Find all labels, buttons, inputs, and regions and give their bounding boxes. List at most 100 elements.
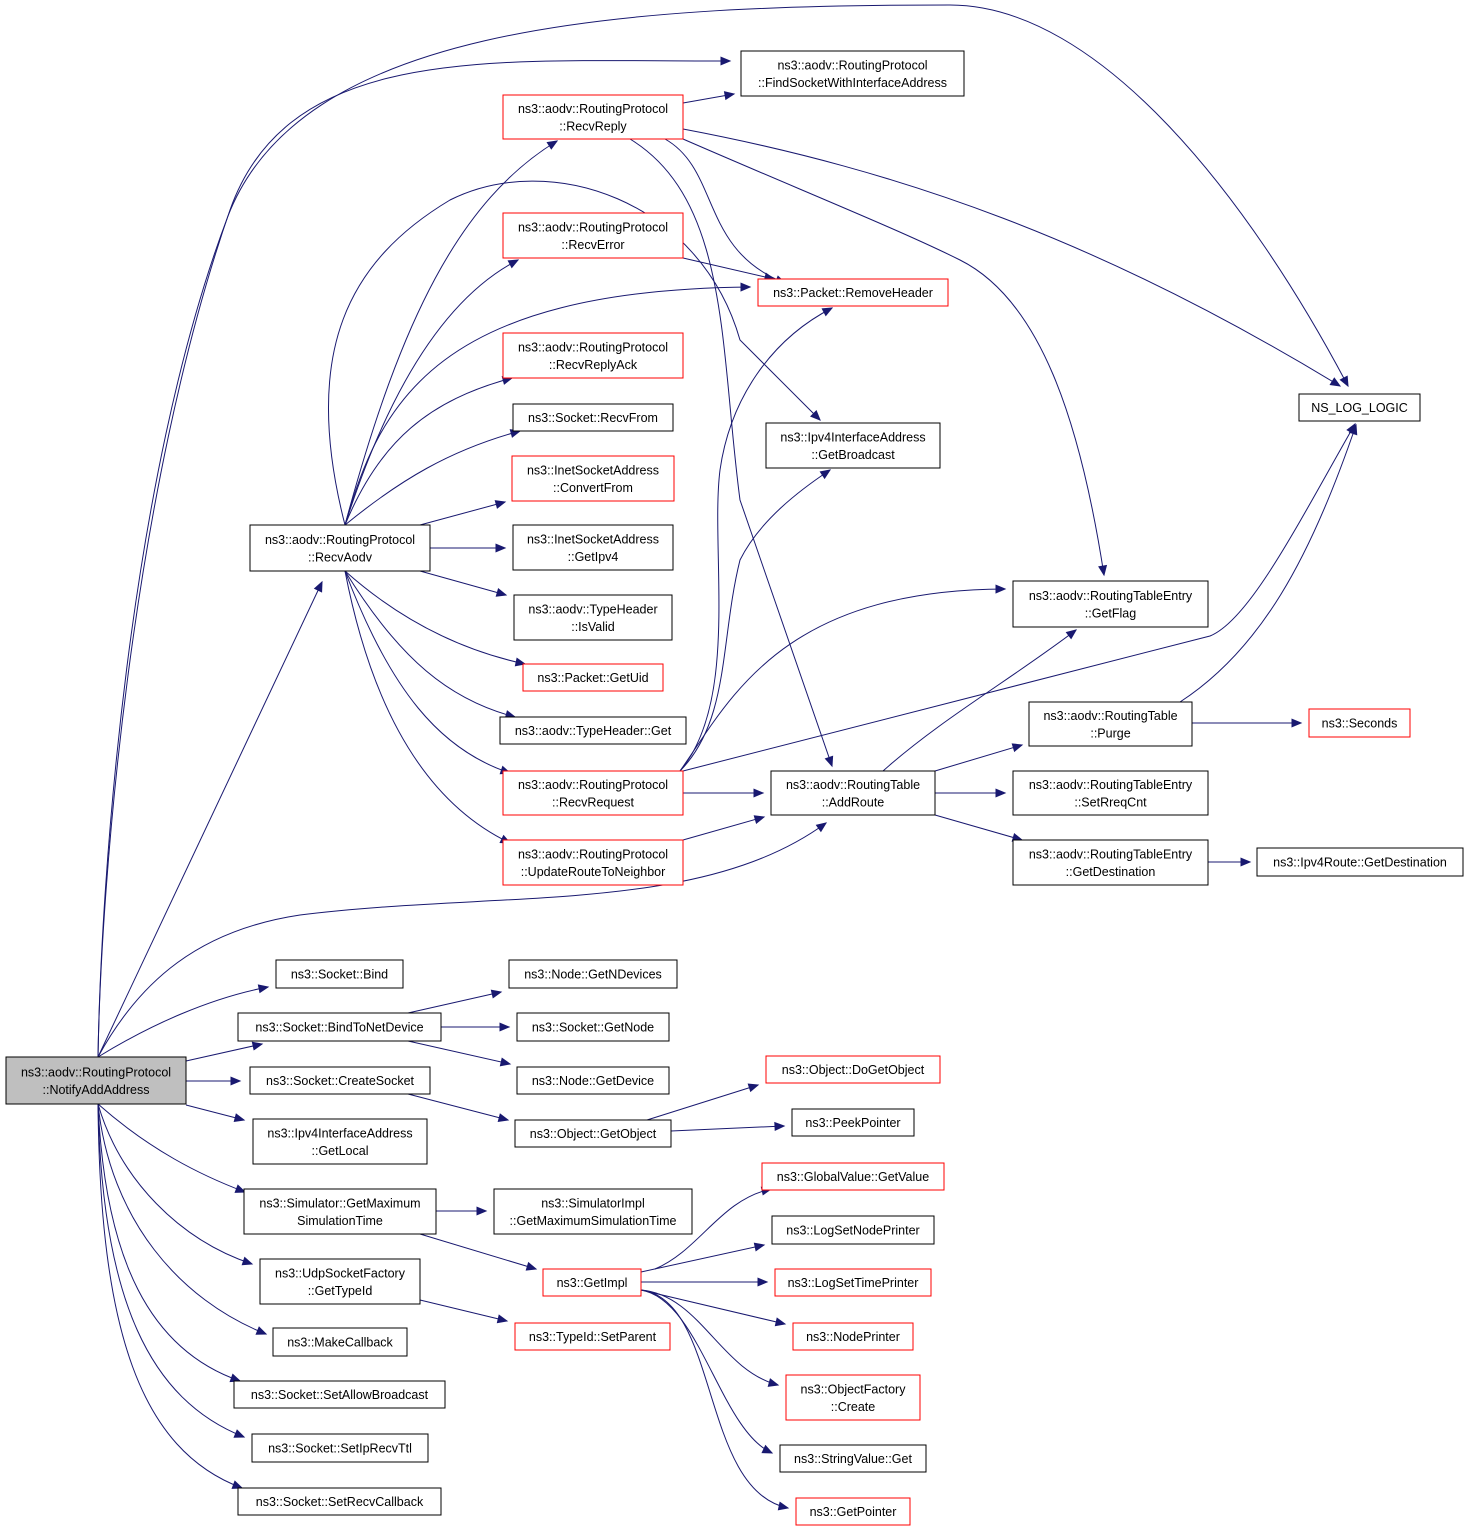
node-stringValueGet[interactable]: ns3::StringValue::Get <box>779 1444 927 1473</box>
node-box[interactable] <box>259 1258 421 1305</box>
node-getNode[interactable]: ns3::Socket::GetNode <box>516 1012 670 1042</box>
node-box[interactable] <box>1256 847 1464 877</box>
node-notify[interactable]: ns3::aodv::RoutingProtocol::NotifyAddAdd… <box>5 1056 187 1105</box>
node-box[interactable] <box>779 1444 927 1473</box>
node-ipv4RouteGetDest[interactable]: ns3::Ipv4Route::GetDestination <box>1256 847 1464 877</box>
node-removeHeader[interactable]: ns3::Packet::RemoveHeader <box>757 278 949 307</box>
node-getImpl[interactable]: ns3::GetImpl <box>542 1268 642 1297</box>
node-box[interactable] <box>237 1012 442 1042</box>
node-box[interactable] <box>1012 580 1209 628</box>
node-setRecvCallback[interactable]: ns3::Socket::SetRecvCallback <box>237 1487 442 1516</box>
node-box[interactable] <box>513 594 673 641</box>
node-objFactoryCreate[interactable]: ns3::ObjectFactory::Create <box>785 1374 921 1421</box>
node-getIpv4[interactable]: ns3::InetSocketAddress::GetIpv4 <box>512 524 674 571</box>
node-box[interactable] <box>499 716 687 745</box>
node-box[interactable] <box>514 1322 671 1351</box>
node-bind[interactable]: ns3::Socket::Bind <box>275 959 404 989</box>
node-simImplGetMax[interactable]: ns3::SimulatorImpl::GetMaximumSimulation… <box>493 1188 693 1235</box>
node-recvAodv[interactable]: ns3::aodv::RoutingProtocol::RecvAodv <box>249 524 431 572</box>
node-getDevice[interactable]: ns3::Node::GetDevice <box>516 1066 670 1095</box>
node-getLocal[interactable]: ns3::Ipv4InterfaceAddress::GetLocal <box>252 1118 428 1165</box>
node-peekPointer[interactable]: ns3::PeekPointer <box>791 1108 915 1137</box>
node-recvReply[interactable]: ns3::aodv::RoutingProtocol::RecvReply <box>502 94 684 140</box>
node-getPointer[interactable]: ns3::GetPointer <box>795 1497 911 1526</box>
node-box[interactable] <box>512 524 674 571</box>
node-box[interactable] <box>774 1268 932 1297</box>
node-box[interactable] <box>792 1322 914 1351</box>
node-nsLog[interactable]: NS_LOG_LOGIC <box>1298 393 1421 422</box>
node-box[interactable] <box>252 1118 428 1165</box>
node-isValid[interactable]: ns3::aodv::TypeHeader::IsValid <box>513 594 673 641</box>
node-box[interactable] <box>1308 708 1411 738</box>
node-box[interactable] <box>511 455 675 502</box>
node-box[interactable] <box>251 1433 429 1463</box>
node-box[interactable] <box>542 1268 642 1297</box>
node-globalGetValue[interactable]: ns3::GlobalValue::GetValue <box>761 1162 945 1191</box>
node-setParent[interactable]: ns3::TypeId::SetParent <box>514 1322 671 1351</box>
node-nodePrinter[interactable]: ns3::NodePrinter <box>792 1322 914 1351</box>
node-box[interactable] <box>765 1055 941 1084</box>
node-purge[interactable]: ns3::aodv::RoutingTable::Purge <box>1028 701 1193 747</box>
node-box[interactable] <box>516 1066 670 1095</box>
node-box[interactable] <box>502 839 684 886</box>
node-box[interactable] <box>770 770 936 816</box>
node-recvFrom[interactable]: ns3::Socket::RecvFrom <box>512 403 674 432</box>
node-box[interactable] <box>249 1066 431 1095</box>
node-getNDevices[interactable]: ns3::Node::GetNDevices <box>508 959 678 989</box>
node-box[interactable] <box>233 1380 446 1409</box>
node-box[interactable] <box>771 1215 935 1245</box>
node-box[interactable] <box>502 332 684 379</box>
node-makeCallback[interactable]: ns3::MakeCallback <box>272 1327 408 1357</box>
node-box[interactable] <box>514 1119 672 1148</box>
node-udpGetTypeId[interactable]: ns3::UdpSocketFactory::GetTypeId <box>259 1258 421 1305</box>
node-box[interactable] <box>243 1188 437 1235</box>
node-getFlag[interactable]: ns3::aodv::RoutingTableEntry::GetFlag <box>1012 580 1209 628</box>
node-recvRequest[interactable]: ns3::aodv::RoutingProtocol::RecvRequest <box>502 770 684 816</box>
node-box[interactable] <box>516 1012 670 1042</box>
node-createSocket[interactable]: ns3::Socket::CreateSocket <box>249 1066 431 1095</box>
node-box[interactable] <box>502 94 684 140</box>
node-rteGetDest[interactable]: ns3::aodv::RoutingTableEntry::GetDestina… <box>1012 839 1209 886</box>
node-findSocket[interactable]: ns3::aodv::RoutingProtocol::FindSocketWi… <box>740 50 965 97</box>
node-getBroadcast[interactable]: ns3::Ipv4InterfaceAddress::GetBroadcast <box>765 422 941 469</box>
node-getObject[interactable]: ns3::Object::GetObject <box>514 1119 672 1148</box>
node-box[interactable] <box>1012 770 1209 816</box>
node-logSetTimePrinter[interactable]: ns3::LogSetTimePrinter <box>774 1268 932 1297</box>
node-box[interactable] <box>791 1108 915 1137</box>
node-box[interactable] <box>761 1162 945 1191</box>
node-bindToNetDevice[interactable]: ns3::Socket::BindToNetDevice <box>237 1012 442 1042</box>
node-box[interactable] <box>502 770 684 816</box>
node-box[interactable] <box>502 212 684 259</box>
node-box[interactable] <box>522 663 664 692</box>
node-simGetMax[interactable]: ns3::Simulator::GetMaximumSimulationTime <box>243 1188 437 1235</box>
node-typeHeaderGet[interactable]: ns3::aodv::TypeHeader::Get <box>499 716 687 745</box>
node-getUid[interactable]: ns3::Packet::GetUid <box>522 663 664 692</box>
node-convertFrom[interactable]: ns3::InetSocketAddress::ConvertFrom <box>511 455 675 502</box>
node-box[interactable] <box>237 1487 442 1516</box>
node-box[interactable] <box>512 403 674 432</box>
node-addRoute[interactable]: ns3::aodv::RoutingTable::AddRoute <box>770 770 936 816</box>
node-recvError[interactable]: ns3::aodv::RoutingProtocol::RecvError <box>502 212 684 259</box>
node-doGetObject[interactable]: ns3::Object::DoGetObject <box>765 1055 941 1084</box>
node-box[interactable] <box>272 1327 408 1357</box>
node-box[interactable] <box>508 959 678 989</box>
node-box[interactable] <box>765 422 941 469</box>
node-box[interactable] <box>1028 701 1193 747</box>
node-box[interactable] <box>249 524 431 572</box>
node-updateRoute[interactable]: ns3::aodv::RoutingProtocol::UpdateRouteT… <box>502 839 684 886</box>
node-recvReplyAck[interactable]: ns3::aodv::RoutingProtocol::RecvReplyAck <box>502 332 684 379</box>
node-box[interactable] <box>493 1188 693 1235</box>
node-box[interactable] <box>740 50 965 97</box>
node-seconds[interactable]: ns3::Seconds <box>1308 708 1411 738</box>
node-box[interactable] <box>5 1056 187 1105</box>
node-box[interactable] <box>275 959 404 989</box>
node-box[interactable] <box>785 1374 921 1421</box>
node-box[interactable] <box>1298 393 1421 422</box>
node-setIpRecvTtl[interactable]: ns3::Socket::SetIpRecvTtl <box>251 1433 429 1463</box>
node-setAllowBroadcast[interactable]: ns3::Socket::SetAllowBroadcast <box>233 1380 446 1409</box>
node-box[interactable] <box>795 1497 911 1526</box>
node-logSetNodePrinter[interactable]: ns3::LogSetNodePrinter <box>771 1215 935 1245</box>
node-setRreqCnt[interactable]: ns3::aodv::RoutingTableEntry::SetRreqCnt <box>1012 770 1209 816</box>
node-box[interactable] <box>1012 839 1209 886</box>
node-box[interactable] <box>757 278 949 307</box>
